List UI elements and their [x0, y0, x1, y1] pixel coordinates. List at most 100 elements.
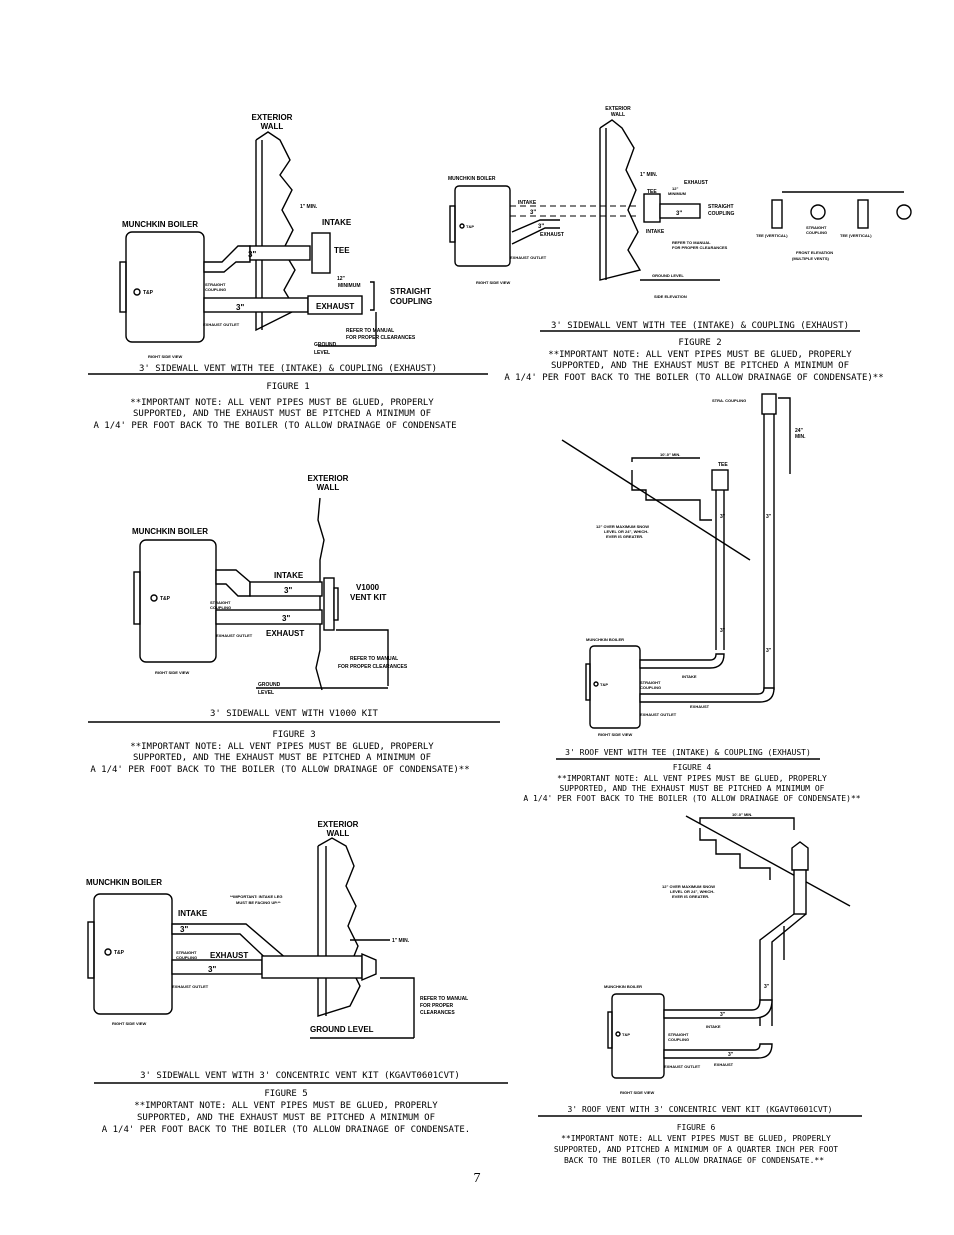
fig1-coupling [307, 295, 363, 315]
fig6-note-2: SUPPORTED, AND PITCHED A MINIMUM OF A QU… [554, 1145, 838, 1154]
fig1-note-2: SUPPORTED, AND THE EXHAUST MUST BE PITCH… [133, 409, 431, 419]
fig4-caption: 3' ROOF VENT WITH TEE (INTAKE) & COUPLIN… [565, 748, 811, 757]
fig4-coupling-2: COUPLING [640, 685, 661, 690]
fig2-refer-1: REFER TO MANUAL [672, 240, 711, 245]
fig3-tp-valve [150, 594, 158, 602]
fig1-note-3: A 1/4' PER FOOT BACK TO THE BOILER (TO A… [93, 421, 456, 431]
fig4-intake-label: INTAKE [682, 674, 697, 679]
fig1-exterior-wall-label-1: EXTERIOR [252, 113, 293, 122]
fig4-figure-number: FIGURE 4 [673, 763, 712, 772]
fig6-10ft-dim [699, 817, 795, 830]
fig1-right-side-view: RIGHT SIDE VIEW [148, 354, 182, 359]
fig1-intake-pipe [249, 245, 311, 261]
fig6-snow-1: 12" OVER MAXIMUM SNOW [662, 884, 715, 889]
fig6-boiler-side [607, 1011, 613, 1049]
fig6-exhaust-label: EXHAUST [714, 1062, 734, 1067]
fig3-wall [315, 497, 325, 691]
fig4-24-1: 24" [795, 428, 804, 434]
fig6-exhaust-horizontal [663, 1043, 773, 1059]
fig5-figure-number: FIGURE 5 [264, 1089, 307, 1099]
fig1-figure-number: FIGURE 1 [266, 382, 309, 392]
fig3-figure-number: FIGURE 3 [272, 730, 315, 740]
fig1-twelve-1: 12" [337, 276, 346, 282]
fig1-small-coupling-2: COUPLING [205, 287, 226, 292]
fig1-intake-label: INTAKE [322, 218, 352, 227]
fig6-exhaust-outlet: EXHAUST OUTLET [664, 1064, 701, 1069]
fig4-roof-step [631, 470, 712, 521]
fig5-coupling-1: STRAIGHT [176, 950, 197, 955]
fig4-tp-valve [593, 681, 599, 687]
fig4-boiler-side [585, 663, 591, 701]
fig5-coupling-2: COUPLING [176, 955, 197, 960]
fig2-exhaust-low: EXHAUST [540, 232, 564, 238]
fig2-boiler-label: MUNCHKIN BOILER [448, 176, 496, 182]
fig2-pipe-a: 3" [530, 210, 536, 216]
fig2-min: 1" MIN. [640, 172, 658, 178]
fig2-exhaust-pipe [659, 203, 701, 219]
fig5-tp-label: T&P [114, 950, 125, 956]
fig3-coupling-2: COUPLING [210, 605, 231, 610]
fig6-riser [759, 913, 807, 1026]
fig3-coupling-1: STRAIGHT [210, 600, 231, 605]
figure-3-diagram: EXTERIOR WALL MUNCHKIN BOILER T&P INTAKE… [132, 474, 408, 696]
fig2-tp-valve [459, 223, 465, 229]
fig5-pipe-b: 3" [208, 965, 216, 974]
page-number: 7 [474, 1171, 481, 1186]
fig6-figure-number: FIGURE 6 [677, 1123, 716, 1132]
fig5-refer-2: FOR PROPER [420, 1003, 453, 1009]
fig3-note-3: A 1/4' PER FOOT BACK TO THE BOILER (TO A… [90, 765, 469, 775]
fig4-pipe-2: 3" [766, 514, 772, 520]
fig3-pipe-a: 3" [284, 586, 292, 595]
fig3-boiler-side [133, 571, 141, 625]
fig1-ground-2: LEVEL [314, 350, 330, 356]
fig4-tp-label: T&P [600, 682, 608, 687]
fig3-exterior-wall-1: EXTERIOR [308, 474, 349, 483]
fig1-ground-1: GROUND [314, 342, 337, 348]
fig2-coupling-2: COUPLING [708, 211, 735, 217]
fig6-roof-diagonal [685, 815, 851, 907]
fig2-front-tee-1 [771, 199, 783, 229]
fig5-important-2: MUST BE FACING UP.** [236, 900, 281, 905]
fig3-pipe-b: 3" [282, 614, 290, 623]
fig2-exterior-wall-1: EXTERIOR [605, 106, 631, 112]
fig1-intake-elbow [203, 245, 251, 273]
fig6-caption: 3' ROOF VENT WITH 3' CONCENTRIC VENT KIT… [568, 1105, 833, 1114]
fig3-caption: 3' SIDEWALL VENT WITH V1000 KIT [210, 709, 379, 719]
fig4-coupling-label: STRA. COUPLING [712, 398, 746, 403]
fig5-exhaust-pipe [171, 959, 263, 975]
fig2-intake-label: INTAKE [518, 200, 537, 206]
fig4-intake-horizontal [639, 653, 725, 669]
fig6-vent-cap [791, 841, 809, 871]
fig1-coupling-label-1: STRAIGHT [390, 287, 431, 296]
fig6-tp-valve [615, 1031, 621, 1037]
fig6-pipe-1: 3" [764, 984, 770, 990]
fig2-exterior-wall [599, 119, 642, 281]
fig4-note-1: **IMPORTANT NOTE: ALL VENT PIPES MUST BE… [557, 774, 827, 783]
fig4-note-3: A 1/4' PER FOOT BACK TO THE BOILER (TO A… [523, 794, 860, 803]
fig3-note-2: SUPPORTED, AND THE EXHAUST MUST BE PITCH… [133, 753, 431, 763]
fig4-pipe-1: 3" [720, 514, 726, 520]
fig1-intake-size: 3" [248, 250, 256, 259]
fig1-boiler-label: MUNCHKIN BOILER [122, 220, 198, 229]
fig3-exterior-wall-2: WALL [317, 483, 340, 492]
fig1-exhaust-size: 3" [236, 303, 244, 312]
fig3-exhaust-label: EXHAUST [266, 629, 304, 638]
fig6-concentric-top [793, 869, 807, 915]
fig5-exterior-wall-2: WALL [327, 829, 350, 838]
fig3-refer-2: FOR PROPER CLEARANCES [338, 664, 408, 670]
fig3-intake-pipe [249, 581, 323, 597]
fig4-pipe-3: 3" [720, 628, 726, 634]
fig6-tp-label: T&P [622, 1032, 630, 1037]
fig5-note-1: **IMPORTANT NOTE: ALL VENT PIPES MUST BE… [134, 1101, 438, 1111]
fig2-front-elevation-2: (MULTIPLE VENTS) [792, 256, 829, 261]
fig3-ground-1: GROUND [258, 682, 281, 688]
fig5-refer-1: REFER TO MANUAL [420, 996, 468, 1002]
fig5-exterior-wall [317, 837, 361, 1017]
fig3-intake-elbow [215, 569, 251, 597]
fig4-snow-1: 12" OVER MAXIMUM SNOW [596, 524, 649, 529]
fig6-snow-2: LEVEL OR 24", WHICH- [670, 889, 715, 894]
fig6-note-1: **IMPORTANT NOTE: ALL VENT PIPES MUST BE… [561, 1134, 831, 1143]
fig1-min-label: 1" MIN. [300, 204, 318, 210]
fig2-right-side-view: RIGHT SIDE VIEW [476, 280, 510, 285]
